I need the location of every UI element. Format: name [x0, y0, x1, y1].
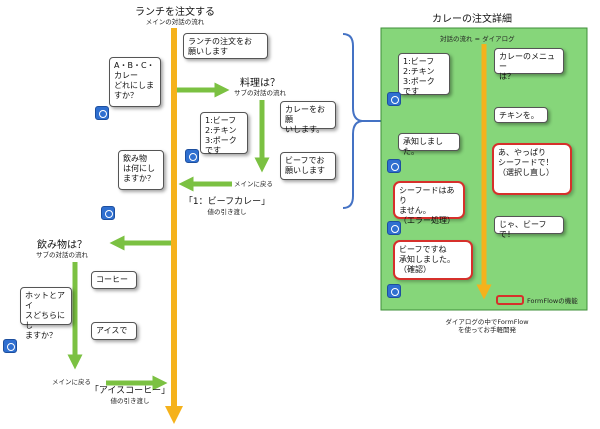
panel-bubble-no-seafood: シーフードはあり ません。 （エラー処理）	[393, 181, 465, 225]
food-sub-subtitle: サブの対話の流れ	[234, 89, 286, 97]
main-title-group: ランチを注文する メインの対話の流れ	[120, 3, 230, 26]
drink-result: 「アイスコーヒー」	[89, 386, 171, 396]
bubble-hot-or-ice: ホットとアイ スどちらにし ますか？	[20, 287, 72, 340]
food-result-note: 値の引き渡し	[207, 208, 247, 216]
drink-sub-title: 飲み物は？	[37, 240, 87, 251]
bubble-coffee: コーヒー	[91, 271, 137, 289]
main-subtitle: メインの対話の流れ	[145, 18, 205, 26]
bot-icon	[185, 149, 199, 163]
panel-bubble-acknowledged: 承知しました。	[398, 133, 460, 156]
drink-return-label: メインに戻る	[52, 378, 91, 386]
drink-sub-group: 飲み物は？ サブの対話の流れ	[22, 236, 102, 259]
food-return-label: メインに戻る	[234, 180, 273, 188]
brace-icon	[342, 33, 363, 209]
bubble-ice: アイスで	[91, 322, 137, 340]
panel-bubble-beef-ok: じゃ、ビーフで！	[494, 216, 564, 239]
panel-bubble-menu-choices: 1:ビーフ 2:チキン 3:ポーク です	[398, 53, 450, 96]
panel-bubble-change-mind: あ、やっぱり シーフードで！ （選択し直し）	[492, 143, 572, 195]
bubble-menu-choices: 1:ビーフ 2:チキン 3:ポーク です	[200, 112, 248, 155]
food-sub-group: 料理は？ サブの対話の流れ	[225, 74, 295, 97]
bot-icon	[387, 284, 401, 298]
drink-result-group: 「アイスコーヒー」 値の引き渡し	[85, 386, 175, 405]
bubble-abc-curry: A・B・C・ カレー どれにしま すか？	[109, 57, 161, 107]
bot-icon	[387, 92, 401, 106]
bot-icon	[101, 206, 115, 220]
food-sub-title: 料理は？	[240, 78, 280, 89]
drink-result-note: 値の引き渡し	[110, 397, 150, 405]
panel-footer: ダイアログの中でFormFlow を使ってお手軽開発	[445, 318, 529, 334]
bubble-order-lunch: ランチの注文をお 願いします	[183, 33, 268, 59]
panel-bubble-confirm: ビーフですね 承知しました。 （確認）	[393, 240, 473, 280]
bot-icon	[3, 339, 17, 353]
bot-icon	[95, 106, 109, 120]
food-result-group: 「1：ビーフカレー」 値の引き渡し	[182, 197, 272, 216]
bot-icon	[387, 159, 401, 173]
bubble-ask-drink: 飲み物 は何にし ますか？	[118, 150, 164, 190]
bot-icon	[387, 221, 401, 235]
drink-sub-subtitle: サブの対話の流れ	[36, 251, 88, 259]
food-result: 「1：ビーフカレー」	[183, 197, 271, 207]
panel-dialog-label: 対話の流れ = ダイアログ	[440, 35, 515, 43]
legend-label: FormFlowの機能	[527, 297, 578, 305]
panel-bubble-curry-menu: カレーのメニュー は？	[494, 48, 564, 81]
bubble-beef-request: ビーフでお 願いします	[280, 152, 336, 180]
panel-bubble-chicken: チキンを。	[494, 107, 548, 123]
panel-title: カレーの注文詳細	[432, 14, 512, 25]
bubble-request-curry: カレーをお願 いします。	[280, 101, 336, 134]
legend-swatch	[496, 295, 524, 305]
main-title: ランチを注文する	[135, 7, 215, 18]
